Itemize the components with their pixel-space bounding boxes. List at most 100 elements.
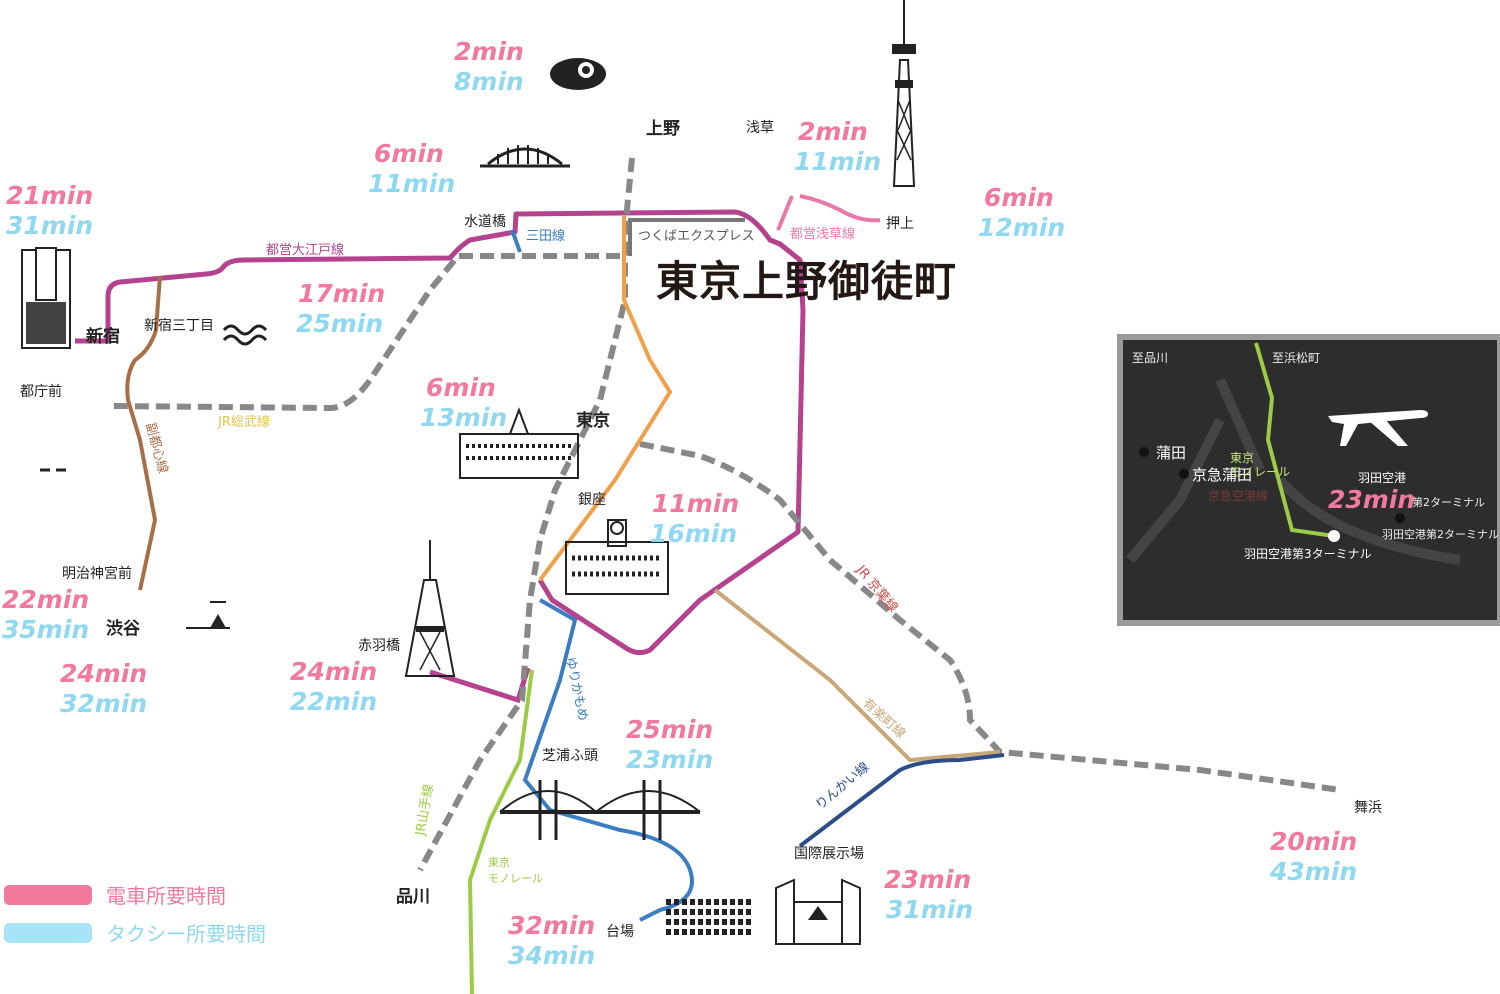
time-taxi-shibaura: 23min: [626, 745, 713, 774]
time-taxi-shinjuku3: 25min: [296, 309, 383, 338]
time-taxi-skytree: 11min: [794, 147, 881, 176]
inset-to-shinagawa: 至品川: [1132, 351, 1168, 365]
clock-tower-icon: [565, 519, 669, 595]
inset-keikyu-kamata: 京急蒲田: [1192, 466, 1252, 484]
page-title: 東京上野御徒町: [656, 257, 957, 306]
legend-taxi-label: タクシー所要時間: [106, 922, 266, 946]
station-shinjuku3: 新宿三丁目: [144, 317, 214, 334]
mita-line-label: 三田線: [526, 228, 565, 244]
station-shibuya: 渋谷: [106, 618, 141, 639]
time-train-maihama: 20min: [1270, 827, 1357, 856]
inset-to-hamamatsucho: 至浜松町: [1272, 351, 1320, 365]
time-taxi-ginza: 16min: [650, 519, 737, 548]
inset-keikyu-line: 京急空港線: [1208, 488, 1268, 503]
skytree-icon: [892, 0, 916, 187]
station-akabanebashi: 赤羽橋: [358, 638, 400, 654]
station-kokusai: 国際展示場: [794, 846, 864, 862]
station-ginza: 銀座: [578, 492, 606, 508]
airplane-icon: [1328, 410, 1428, 446]
legend-train-label: 電車所要時間: [106, 884, 226, 908]
oedo-line: [75, 209, 806, 656]
sobu-line: [109, 253, 620, 412]
station-shibaura: 芝浦ふ頭: [542, 748, 598, 764]
time-train-zoo: 2min: [454, 37, 524, 66]
ginza-line: [538, 216, 673, 582]
yamanote-line-label: JR山手線: [412, 783, 437, 838]
dome-icon: [480, 145, 570, 168]
asakusa-line-label: 都営浅草線: [790, 226, 855, 242]
monorail-label-b: モノレール: [488, 872, 543, 885]
time-taxi-dome: 11min: [368, 169, 455, 198]
time-taxi-zoo: 8min: [454, 67, 524, 96]
fukutoshin-line: [125, 275, 162, 591]
time-taxi-shibuya: 32min: [60, 689, 147, 718]
mita-line: [510, 229, 522, 253]
time-train-meiji: 22min: [2, 585, 89, 614]
tx-line-label: つくばエクスプレス: [638, 229, 755, 244]
yurikamome-line: [522, 598, 694, 922]
inset-t3: 羽田空港第3ターミナル: [1244, 547, 1372, 561]
monorail-line: [467, 669, 534, 994]
time-taxi-maihama: 43min: [1269, 857, 1357, 886]
time-taxi-meiji: 35min: [2, 615, 89, 644]
asakusa-line: [776, 194, 881, 231]
haneda-inset: 至品川 至浜松町 蒲田 京急蒲田 東京 モノレール 京急空港線 羽田空港 23m…: [1117, 334, 1500, 626]
time-train-ginza: 11min: [652, 489, 739, 518]
inset-t2-b: 羽田空港第2ターミナル: [1382, 527, 1499, 541]
panda-icon: [550, 58, 606, 90]
time-train-shinjuku: 21min: [6, 181, 93, 210]
yurakucho-line: [713, 588, 1001, 763]
time-train-kokusai: 23min: [884, 865, 971, 894]
inset-time: 23min: [1328, 485, 1415, 514]
time-train-tokyo: 6min: [426, 373, 496, 402]
time-taxi-tokyo: 13min: [420, 403, 507, 432]
keiyo-line: [639, 441, 1341, 793]
time-taxi-daiba: 34min: [508, 941, 595, 970]
bridge-icon: [499, 780, 701, 840]
time-train-dome: 6min: [374, 139, 444, 168]
inset-kamata: 蒲田: [1156, 444, 1186, 462]
time-train-daiba: 32min: [508, 911, 595, 940]
inset-monorail-b: モノレール: [1230, 465, 1290, 479]
station-oshiage: 押上: [886, 216, 914, 232]
rinkai-line-label: りんかい線: [812, 759, 872, 813]
time-train-shinjuku3: 17min: [298, 279, 385, 308]
time-train-shibuya: 24min: [60, 659, 147, 688]
station-icon: [459, 407, 579, 479]
wave-icon: [222, 324, 268, 346]
jr-ueno-tokyo: [417, 157, 635, 872]
station-ueno: 上野: [646, 119, 680, 139]
station-tochomae: 都庁前: [20, 383, 62, 400]
yurikamome-line-label: ゆりかもめ: [562, 656, 590, 723]
oedo-line-south: [429, 667, 531, 704]
expo-icon: [775, 878, 861, 945]
monorail-label-a: 東京: [488, 855, 510, 869]
station-meiji: 明治神宮前: [62, 565, 132, 582]
rinkai-line: [798, 753, 1005, 848]
station-asakusa: 浅草: [746, 120, 774, 136]
station-shinagawa: 品川: [396, 887, 430, 907]
station-shinjuku: 新宿: [86, 326, 120, 347]
station-tokyo: 東京: [576, 410, 610, 431]
sobu-line-label: JR総武線: [217, 414, 270, 430]
station-maihama: 舞浜: [1354, 800, 1382, 816]
oedo-line-label: 都営大江戸線: [266, 242, 344, 258]
tx-line: [628, 218, 745, 256]
time-train-oshiage: 6min: [984, 183, 1054, 212]
time-taxi-akabanebashi: 22min: [290, 687, 377, 716]
inset-monorail-a: 東京: [1230, 451, 1254, 465]
building-icon: [21, 247, 71, 349]
inset-haneda: 羽田空港: [1358, 471, 1406, 485]
factory-icon: [666, 899, 754, 935]
inset-t2-a: 第2ターミナル: [1412, 495, 1485, 509]
tokyo-tower-icon: [404, 540, 456, 677]
time-taxi-shinjuku: 31min: [6, 211, 93, 240]
time-train-shibaura: 25min: [626, 715, 713, 744]
time-taxi-oshiage: 12min: [978, 213, 1065, 242]
cruise-ship-icon: [186, 601, 230, 629]
station-suidobashi: 水道橋: [464, 214, 506, 230]
keiyo-line-label: JR 京葉線: [852, 562, 901, 616]
time-train-akabanebashi: 24min: [290, 657, 377, 686]
time-train-skytree: 2min: [798, 117, 868, 146]
